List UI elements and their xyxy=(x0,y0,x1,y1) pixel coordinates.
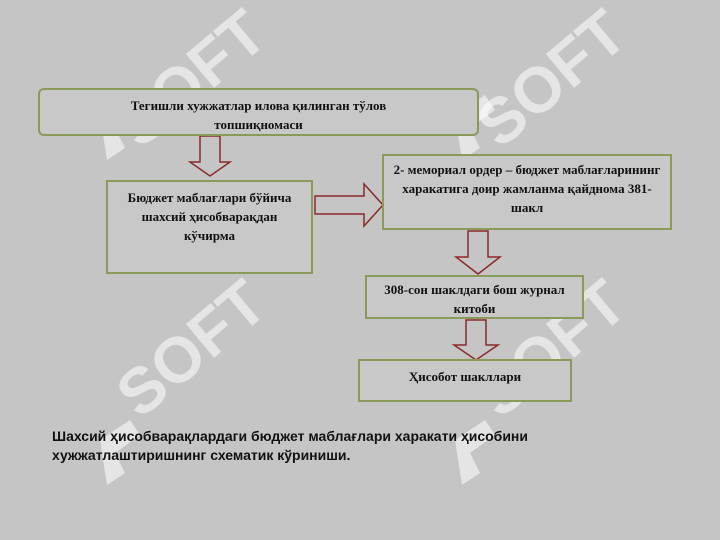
report-forms-label: Ҳисобот шакллари xyxy=(408,369,522,384)
account-statement-box: Бюджет маблағлари бўйича шахсий ҳисобвар… xyxy=(106,180,313,274)
account-statement-label: Бюджет маблағлари бўйича шахсий ҳисобвар… xyxy=(127,190,292,243)
arrow-down-3 xyxy=(451,319,501,361)
arrow-right xyxy=(314,182,385,228)
payment-order-box: Тегишли хужжатлар илова қилинган тўлов т… xyxy=(38,88,479,136)
arrow-down-1 xyxy=(187,135,233,177)
general-journal-label: 308-сон шаклдаги бош журнал китоби xyxy=(384,282,565,316)
general-journal-box: 308-сон шаклдаги бош журнал китоби xyxy=(365,275,584,319)
memorial-order-label: 2- мемориал ордер – бюджет маблағларинин… xyxy=(393,162,661,215)
memorial-order-box: 2- мемориал ордер – бюджет маблағларинин… xyxy=(382,154,672,230)
payment-order-label: Тегишли хужжатлар илова қилинган тўлов т… xyxy=(130,98,387,132)
diagram-caption: Шахсий ҳисобварақлардаги бюджет маблағла… xyxy=(52,428,528,463)
report-forms-box: Ҳисобот шакллари xyxy=(358,359,572,402)
arrow-down-2 xyxy=(453,230,503,275)
